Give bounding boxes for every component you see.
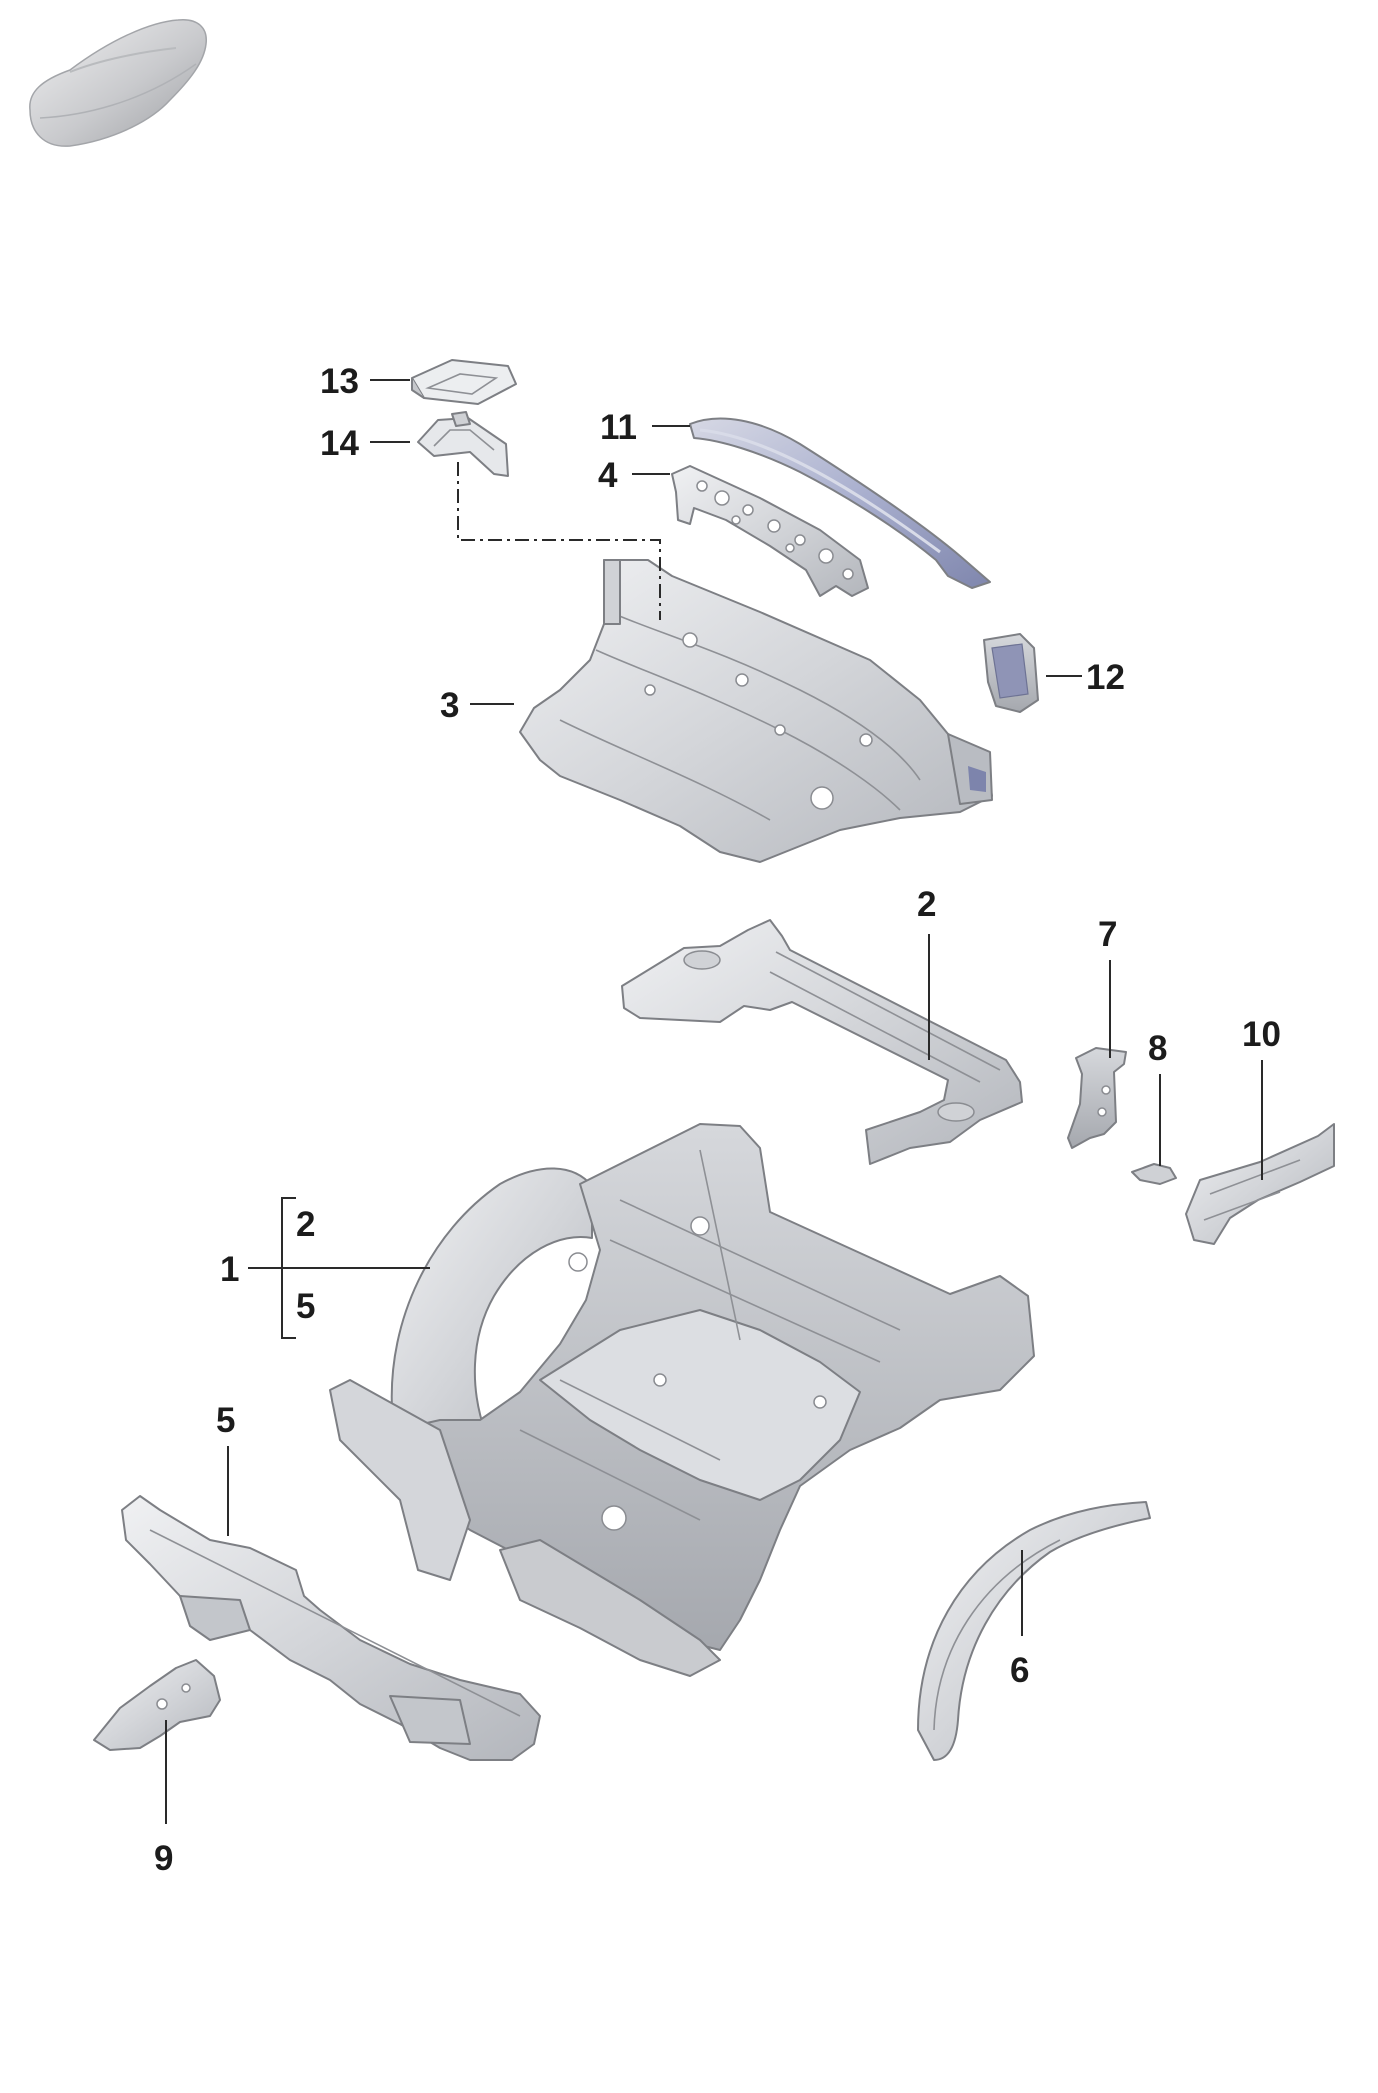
callout-3: 3 — [440, 686, 459, 725]
part-3-rear-panel — [519, 559, 993, 863]
bracket-1 — [281, 1197, 296, 1339]
part-10-reinforcement — [1185, 1123, 1335, 1245]
callout-5: 5 — [216, 1401, 235, 1440]
callout-12: 12 — [1086, 658, 1125, 697]
callout-1-sub-2: 2 — [296, 1205, 315, 1244]
callout-14: 14 — [320, 424, 359, 463]
callout-1-sub-5: 5 — [296, 1287, 315, 1326]
leader-14-to-3 — [457, 462, 661, 620]
callout-7: 7 — [1098, 915, 1117, 954]
callout-6: 6 — [1010, 1651, 1029, 1690]
part-6-wheel-arch — [917, 1501, 1151, 1761]
car-silhouette-icon — [29, 19, 207, 147]
leader-lines — [165, 379, 1263, 1824]
callout-13: 13 — [320, 362, 359, 401]
part-1-rear-body-structure — [329, 1123, 1035, 1677]
part-2-subframe-member — [621, 919, 1023, 1165]
callout-1: 1 — [220, 1250, 239, 1289]
part-14-bracket — [417, 411, 509, 477]
part-5-rear-member — [121, 1495, 541, 1761]
part-13-bracket — [411, 359, 517, 405]
part-9-bracket — [93, 1659, 221, 1751]
part-7-bracket — [1067, 1047, 1127, 1149]
callout-8: 8 — [1148, 1029, 1167, 1068]
part-12-panel — [983, 633, 1039, 713]
callout-2: 2 — [917, 885, 936, 924]
part-8-clip — [1131, 1163, 1177, 1185]
part-11-cross-member — [689, 417, 991, 589]
callout-11: 11 — [600, 408, 637, 447]
part-4-reinforcement-panel — [671, 465, 869, 597]
callout-4: 4 — [598, 456, 618, 495]
callout-labels: 13 14 11 4 12 3 2 7 8 10 1 2 5 5 6 9 — [154, 362, 1281, 1878]
callout-9: 9 — [154, 1839, 173, 1878]
callout-10: 10 — [1242, 1015, 1281, 1054]
